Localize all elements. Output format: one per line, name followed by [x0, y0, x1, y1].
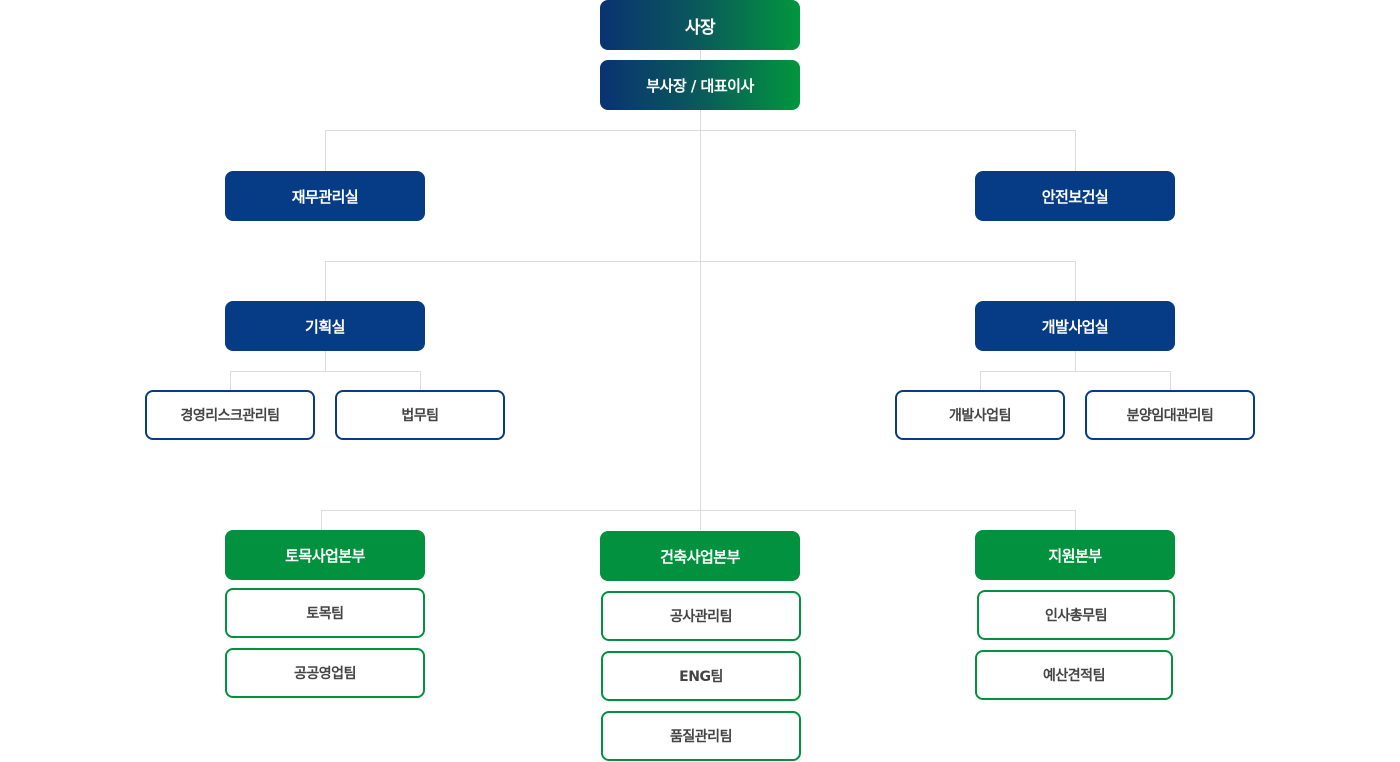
- node-construction-division[interactable]: 건축사업본부: [600, 531, 800, 581]
- connector-development-down: [1075, 351, 1076, 372]
- node-vice-president[interactable]: 부사장 / 대표이사: [600, 60, 800, 110]
- node-support-division[interactable]: 지원본부: [975, 530, 1175, 580]
- connector-safety-v: [1075, 130, 1076, 171]
- node-finance-label: 재무관리실: [291, 187, 359, 206]
- team-sales-lease-label: 분양임대관리팀: [1126, 408, 1214, 424]
- node-development[interactable]: 개발사업실: [975, 301, 1175, 351]
- team-legal-label: 법무팀: [401, 408, 439, 424]
- node-safety-label: 안전보건실: [1041, 187, 1109, 206]
- connector-development-team2-v: [1170, 371, 1171, 391]
- connector-finance-v: [325, 130, 326, 171]
- connector-planning-teams-h: [230, 371, 421, 372]
- connector-development-teams-h: [980, 371, 1171, 372]
- connector-development-team1-v: [980, 371, 981, 391]
- team-construction-management-label: 공사관리팀: [670, 609, 732, 625]
- node-civil-division-label: 토목사업본부: [285, 546, 365, 565]
- node-construction-division-label: 건축사업본부: [660, 547, 740, 566]
- node-planning-label: 기획실: [305, 317, 345, 336]
- team-development-business[interactable]: 개발사업팀: [895, 390, 1065, 440]
- node-support-division-label: 지원본부: [1048, 546, 1102, 565]
- connector-civil-v: [321, 510, 322, 530]
- team-hr-general-affairs-label: 인사총무팀: [1045, 608, 1107, 624]
- team-quality-management[interactable]: 품질관리팀: [601, 711, 801, 761]
- node-planning[interactable]: 기획실: [225, 301, 425, 351]
- team-construction-management[interactable]: 공사관리팀: [601, 591, 801, 641]
- team-budget-estimation-label: 예산견적팀: [1043, 668, 1105, 684]
- node-president-label: 사장: [684, 17, 716, 38]
- team-eng-label: ENG팀: [679, 669, 723, 685]
- team-development-business-label: 개발사업팀: [949, 408, 1011, 424]
- team-public-sales[interactable]: 공공영업팀: [225, 648, 425, 698]
- team-civil-label: 토목팀: [306, 606, 344, 622]
- team-quality-management-label: 품질관리팀: [670, 729, 732, 745]
- connector-planning-team2-v: [420, 371, 421, 391]
- connector-support-v: [1075, 510, 1076, 530]
- team-hr-general-affairs[interactable]: 인사총무팀: [977, 590, 1175, 640]
- node-civil-division[interactable]: 토목사업본부: [225, 530, 425, 580]
- connector-row3-h: [321, 510, 1076, 511]
- team-risk-management[interactable]: 경영리스크관리팀: [145, 390, 315, 440]
- node-finance[interactable]: 재무관리실: [225, 171, 425, 221]
- team-legal[interactable]: 법무팀: [335, 390, 505, 440]
- connector-trunk: [700, 50, 701, 530]
- node-development-label: 개발사업실: [1041, 317, 1109, 336]
- connector-planning-team1-v: [230, 371, 231, 391]
- node-safety[interactable]: 안전보건실: [975, 171, 1175, 221]
- connector-planning-down: [325, 351, 326, 372]
- node-president[interactable]: 사장: [600, 0, 800, 50]
- connector-development-v: [1075, 261, 1076, 301]
- connector-planning-v: [325, 261, 326, 301]
- connector-row1-h: [325, 130, 1076, 131]
- node-vice-president-label: 부사장 / 대표이사: [646, 76, 754, 95]
- connector-row2-h: [325, 261, 1076, 262]
- team-public-sales-label: 공공영업팀: [294, 666, 356, 682]
- team-risk-management-label: 경영리스크관리팀: [180, 408, 280, 424]
- team-budget-estimation[interactable]: 예산견적팀: [975, 650, 1173, 700]
- team-sales-lease[interactable]: 분양임대관리팀: [1085, 390, 1255, 440]
- team-civil[interactable]: 토목팀: [225, 588, 425, 638]
- team-eng[interactable]: ENG팀: [601, 651, 801, 701]
